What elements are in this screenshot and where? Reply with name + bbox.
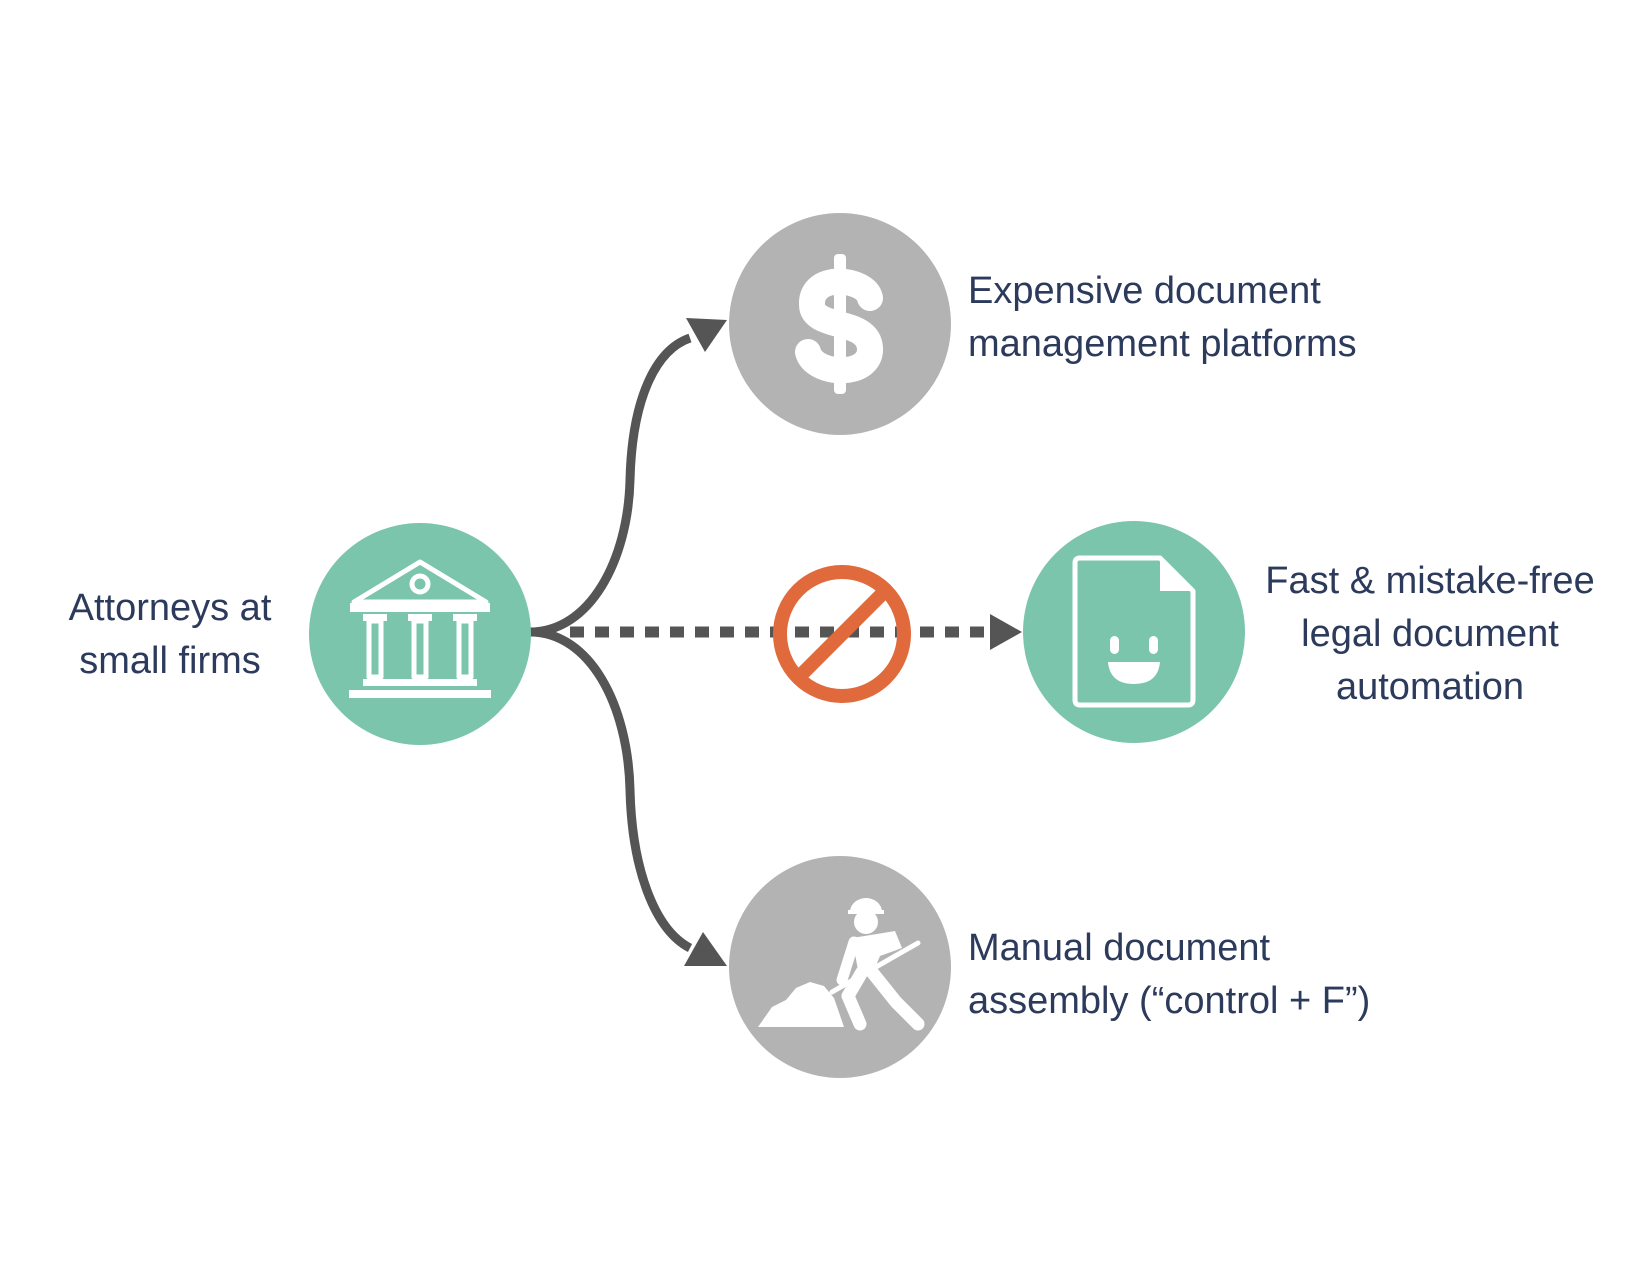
automation-node-circle xyxy=(1023,521,1245,743)
expensive-label-line-1: Expensive document xyxy=(968,270,1321,312)
source-label-line-1: Attorneys at xyxy=(68,587,272,629)
automation-label-line-1: Fast & mistake-free xyxy=(1265,560,1595,602)
prohibited-icon xyxy=(773,565,911,703)
arrow-head-automation xyxy=(990,614,1022,650)
manual-label-line-1: Manual document xyxy=(968,927,1271,969)
courthouse-icon xyxy=(349,559,491,698)
automation-label-line-3: automation xyxy=(1335,666,1524,708)
arrow-head-expensive xyxy=(686,318,727,352)
automation-label: Fast & mistake-free legal document autom… xyxy=(1240,555,1620,714)
source-node-circle xyxy=(309,523,531,745)
expensive-label-line-2: management platforms xyxy=(968,323,1357,365)
arrow-to-expensive xyxy=(529,333,692,637)
source-label: Attorneys at small firms xyxy=(30,582,310,688)
manual-label-line-2: assembly (“control + F”) xyxy=(968,980,1371,1022)
arrow-head-manual xyxy=(684,932,727,966)
dollar-icon xyxy=(795,254,883,394)
manual-label: Manual document assembly (“control + F”) xyxy=(968,922,1370,1028)
arrow-to-manual xyxy=(529,627,693,952)
source-label-line-2: small firms xyxy=(79,640,261,682)
expensive-label: Expensive document management platforms xyxy=(968,265,1357,371)
smiling-document-icon xyxy=(1072,555,1196,708)
automation-label-line-2: legal document xyxy=(1301,613,1559,655)
manual-node-circle xyxy=(729,856,951,1078)
digging-worker-icon xyxy=(758,898,925,1031)
